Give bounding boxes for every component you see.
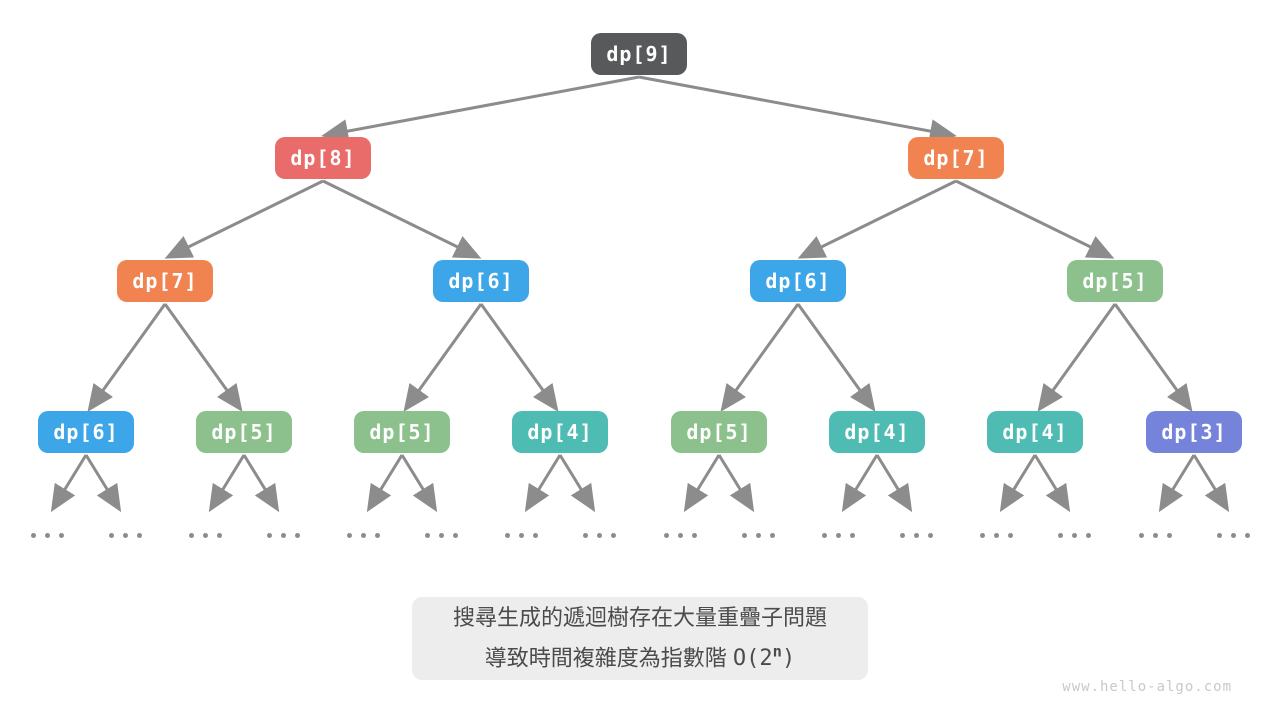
tree-node: dp[8] bbox=[275, 137, 371, 179]
ellipsis bbox=[505, 533, 538, 538]
ellipsis bbox=[347, 533, 380, 538]
ellipsis bbox=[189, 533, 222, 538]
ellipsis bbox=[109, 533, 142, 538]
tree-node: dp[5] bbox=[671, 411, 767, 453]
ellipsis bbox=[900, 533, 933, 538]
caption-line2-text: 導致時間複雜度為指數階 bbox=[484, 645, 727, 671]
tree-node: dp[4] bbox=[512, 411, 608, 453]
ellipsis bbox=[583, 533, 616, 538]
tree-node: dp[5] bbox=[354, 411, 450, 453]
ellipsis bbox=[1058, 533, 1091, 538]
tree-node: dp[9] bbox=[591, 33, 687, 75]
tree-node: dp[6] bbox=[38, 411, 134, 453]
ellipsis bbox=[1139, 533, 1172, 538]
ellipsis bbox=[664, 533, 697, 538]
ellipsis bbox=[267, 533, 300, 538]
tree-node: dp[6] bbox=[750, 260, 846, 302]
tree-node: dp[5] bbox=[196, 411, 292, 453]
tree-node: dp[4] bbox=[987, 411, 1083, 453]
ellipsis bbox=[31, 533, 64, 538]
tree-node: dp[7] bbox=[117, 260, 213, 302]
tree-node: dp[3] bbox=[1146, 411, 1242, 453]
tree-node: dp[7] bbox=[908, 137, 1004, 179]
ellipsis bbox=[742, 533, 775, 538]
complexity-formula: O(2n) bbox=[732, 642, 796, 672]
ellipsis bbox=[1217, 533, 1250, 538]
caption-line1: 搜尋生成的遞迴樹存在大量重疊子問題 bbox=[452, 604, 827, 630]
caption-box: 搜尋生成的遞迴樹存在大量重疊子問題 導致時間複雜度為指數階 O(2n) bbox=[412, 597, 868, 680]
watermark: www.hello-algo.com bbox=[1062, 679, 1232, 695]
tree-node: dp[5] bbox=[1067, 260, 1163, 302]
ellipsis bbox=[425, 533, 458, 538]
ellipsis bbox=[822, 533, 855, 538]
tree-node: dp[6] bbox=[433, 260, 529, 302]
tree-node: dp[4] bbox=[829, 411, 925, 453]
caption-line2: 導致時間複雜度為指數階 O(2n) bbox=[485, 635, 795, 676]
ellipsis bbox=[980, 533, 1013, 538]
